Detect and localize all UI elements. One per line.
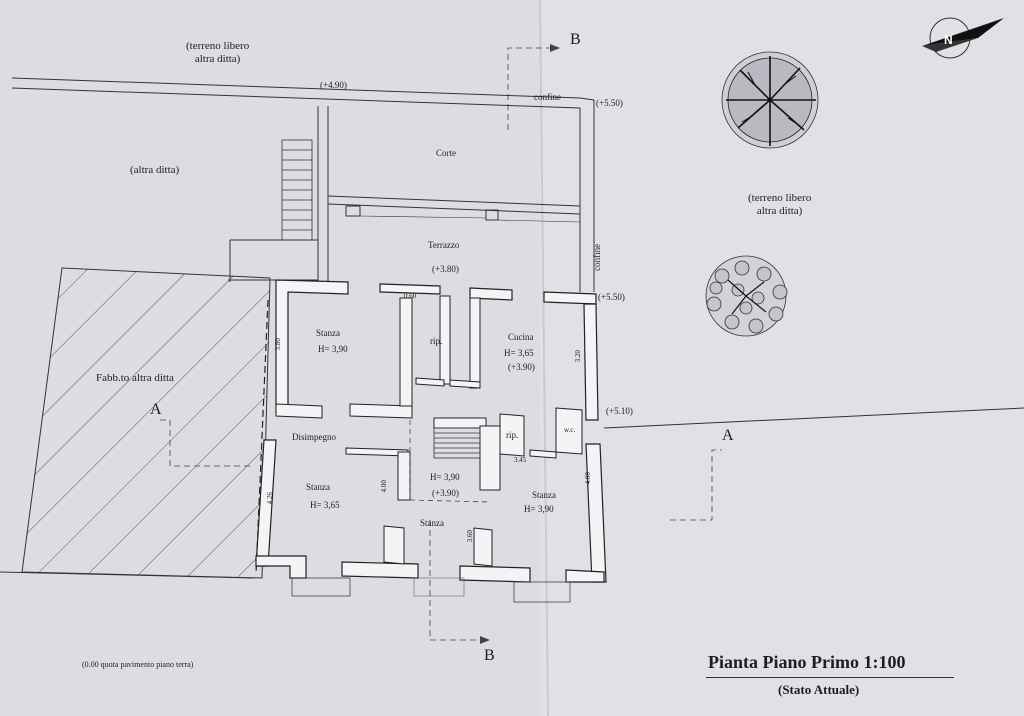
drawing-title: Pianta Piano Primo 1:100 bbox=[708, 652, 906, 672]
dimension-400-right: 4.00 bbox=[583, 472, 592, 485]
height-stanza-se: H= 3,90 bbox=[524, 504, 554, 514]
neighbor-building bbox=[0, 267, 271, 579]
section-a-left: A bbox=[150, 401, 162, 418]
elevation-510: (+5.10) bbox=[606, 406, 633, 416]
title-underline bbox=[706, 677, 954, 678]
section-b-bottom: B bbox=[484, 647, 495, 664]
dimension-360: 3.60 bbox=[465, 530, 474, 543]
building-walls bbox=[255, 279, 607, 583]
hidden-lines bbox=[409, 420, 491, 503]
footnote-quota: (0.00 quota pavimento piano terra) bbox=[82, 660, 194, 669]
tree-top bbox=[721, 51, 819, 149]
section-b-top: B bbox=[570, 31, 581, 48]
svg-text:N: N bbox=[944, 33, 953, 47]
label-stanza-se: Stanza bbox=[532, 490, 556, 500]
label-stanza-south: Stanza bbox=[420, 518, 444, 528]
dimension-426: 4.26 bbox=[265, 492, 274, 505]
height-center: H= 3,90 bbox=[430, 472, 460, 482]
label-fabbricato: Fabb.to altra ditta bbox=[96, 372, 174, 384]
section-a-right: A bbox=[722, 427, 734, 444]
label-terreno-libero-right: (terreno libero altra ditta) bbox=[748, 192, 812, 218]
north-arrow-icon: N bbox=[922, 17, 1004, 59]
label-stanza-sw: Stanza bbox=[306, 482, 330, 492]
label-rip-1: rip. bbox=[430, 336, 443, 346]
tree-bottom bbox=[705, 255, 788, 337]
exterior-staircase bbox=[281, 139, 313, 241]
elevation-380: (+3.80) bbox=[432, 264, 459, 274]
courtyard-walls bbox=[228, 106, 581, 282]
property-boundary bbox=[11, 77, 1024, 429]
label-disimpegno: Disimpegno bbox=[292, 432, 336, 442]
elevation-550-top: (+5.50) bbox=[596, 98, 623, 108]
height-stanza-sw: H= 3,65 bbox=[310, 500, 340, 510]
dimension-320: 3.20 bbox=[573, 350, 582, 363]
dimension-400-left: 4.00 bbox=[379, 480, 388, 493]
label-terreno-libero-top: (terreno libero altra ditta) bbox=[186, 40, 250, 66]
height-cucina: H= 3,65 bbox=[504, 348, 534, 358]
label-cucina: Cucina bbox=[508, 332, 534, 342]
label-corte: Corte bbox=[436, 148, 456, 158]
label-altra-ditta: (altra ditta) bbox=[130, 164, 180, 176]
label-stanza-nw: Stanza bbox=[316, 328, 340, 338]
section-line-b bbox=[429, 47, 550, 641]
dimension-060: 0.60 bbox=[404, 292, 417, 300]
label-confine-top: confine bbox=[534, 92, 561, 102]
label-terrazzo: Terrazzo bbox=[428, 240, 460, 250]
balconies bbox=[291, 577, 571, 603]
label-wc: w.c. bbox=[564, 426, 576, 434]
section-line-a bbox=[160, 419, 722, 521]
elevation-cucina: (+3.90) bbox=[508, 362, 535, 372]
interior-walls bbox=[275, 295, 583, 567]
dimension-345: 3.45 bbox=[514, 456, 527, 464]
label-confine-right: confine bbox=[592, 243, 603, 271]
elevation-center: (+3.90) bbox=[432, 488, 459, 498]
drawing-subtitle: (Stato Attuale) bbox=[778, 682, 860, 697]
dimension-380: 3.80 bbox=[273, 338, 282, 351]
height-stanza-nw: H= 3,90 bbox=[318, 344, 348, 354]
interior-staircase bbox=[433, 427, 481, 459]
elevation-550-mid: (+5.50) bbox=[598, 292, 625, 302]
elevation-490: (+4.90) bbox=[320, 80, 347, 90]
label-rip-2: rip. bbox=[506, 430, 519, 440]
